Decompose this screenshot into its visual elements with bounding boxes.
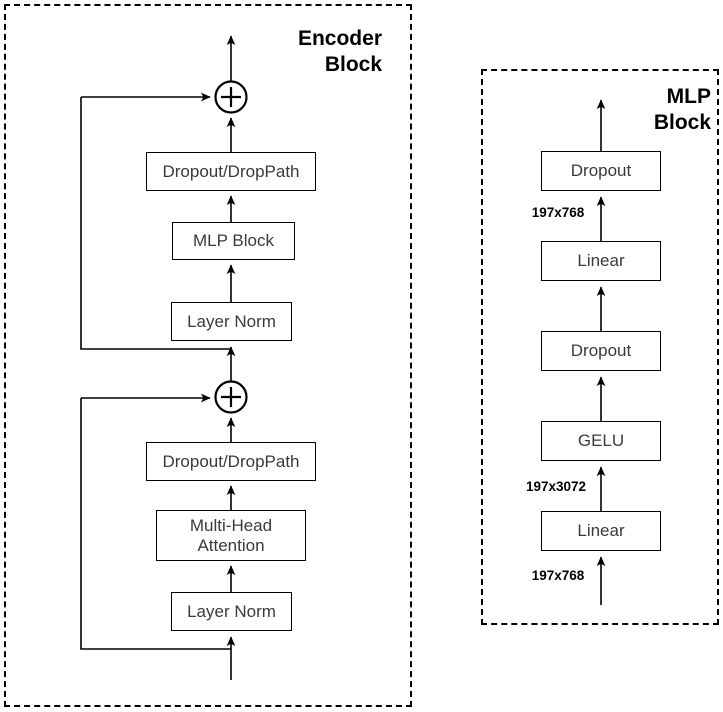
node-multi-head-attention[interactable]: Multi-Head Attention <box>156 510 306 561</box>
node-mlp-dropout-bottom[interactable]: Dropout <box>541 331 661 371</box>
mlp-block-title: MLP Block <box>653 85 711 134</box>
node-dropout-droppath-top[interactable]: Dropout/DropPath <box>146 152 316 191</box>
node-dropout-droppath-bottom[interactable]: Dropout/DropPath <box>146 442 316 481</box>
edge-label-shape-output: 197x768 <box>531 205 585 220</box>
node-layer-norm-bottom[interactable]: Layer Norm <box>171 592 292 631</box>
node-mlp-dropout-top[interactable]: Dropout <box>541 151 661 191</box>
node-mlp-block[interactable]: MLP Block <box>172 222 295 260</box>
encoder-block-title: Encoder Block <box>297 27 382 76</box>
node-mlp-gelu[interactable]: GELU <box>541 421 661 461</box>
edge-label-shape-input: 197x768 <box>531 568 585 583</box>
encoder-block-container <box>4 4 412 707</box>
node-layer-norm-top[interactable]: Layer Norm <box>171 302 292 341</box>
edge-label-shape-hidden: 197x3072 <box>525 479 587 494</box>
mlp-block-container <box>481 69 719 625</box>
node-mlp-linear-top[interactable]: Linear <box>541 241 661 281</box>
node-mlp-linear-bottom[interactable]: Linear <box>541 511 661 551</box>
